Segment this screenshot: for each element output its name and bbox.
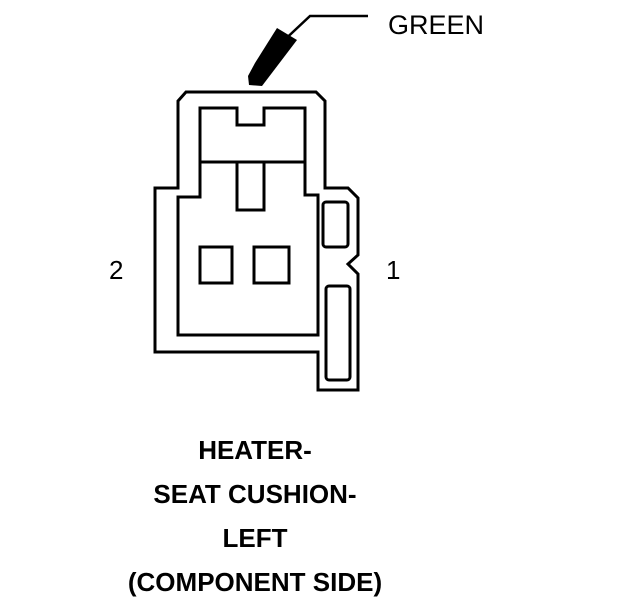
lock-tab-upper [321,200,350,249]
pin-2-label: 2 [109,255,124,285]
color-leader [248,14,368,86]
arrow-head [248,28,297,86]
caption-line: LEFT [222,523,288,553]
connector-caption: HEATER- SEAT CUSHION- LEFT (COMPONENT SI… [0,428,510,600]
pin-1-label: 1 [386,255,401,285]
pin-cavity-2 [198,245,234,285]
caption-line: HEATER- [198,435,312,465]
wire-color-label: GREEN [388,10,485,40]
connector-latch [200,160,305,212]
caption-line: (COMPONENT SIDE) [127,567,383,597]
pin-cavity-1 [252,245,291,285]
connector-housing-outer [153,90,360,392]
caption-line: SEAT CUSHION- [153,479,357,509]
connector-cavity [176,106,320,337]
lock-tab-lower [324,284,352,382]
